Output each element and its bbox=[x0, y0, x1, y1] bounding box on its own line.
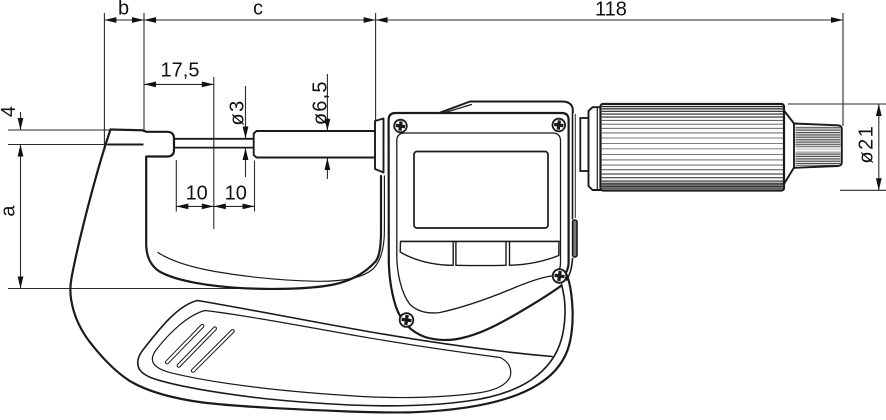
svg-text:ø6,5: ø6,5 bbox=[310, 80, 332, 125]
svg-text:4: 4 bbox=[0, 106, 20, 117]
svg-text:b: b bbox=[118, 0, 129, 20]
svg-text:a: a bbox=[0, 205, 20, 217]
svg-text:ø21: ø21 bbox=[855, 125, 877, 164]
svg-text:10: 10 bbox=[186, 183, 208, 205]
svg-text:17,5: 17,5 bbox=[161, 60, 200, 82]
svg-text:118: 118 bbox=[595, 0, 627, 20]
svg-text:10: 10 bbox=[225, 183, 247, 205]
svg-text:c: c bbox=[253, 0, 263, 20]
svg-text:ø3: ø3 bbox=[227, 99, 249, 125]
